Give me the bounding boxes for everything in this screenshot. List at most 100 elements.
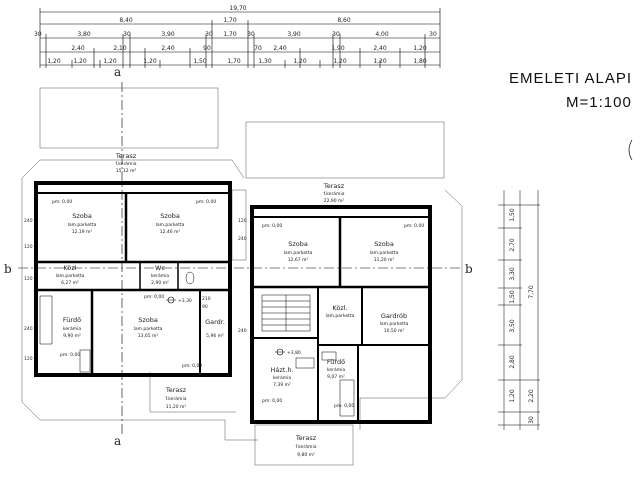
room-area: 9,90 m²: [63, 333, 81, 339]
room-area: 2,90 m²: [151, 280, 169, 286]
dim-row3: 2,40: [373, 45, 387, 52]
sanitary-fixtures: [39, 271, 355, 417]
room-bedroom-1: Szoba lam.parketta 12,19 m²: [68, 212, 97, 235]
room-area: 7,39 m²: [273, 382, 291, 388]
room-name: Wc: [155, 264, 165, 272]
room-name: Fürdő: [63, 315, 81, 324]
parapet-label: pm: 0,00: [262, 398, 282, 404]
dim-row1: 8,60: [337, 17, 351, 24]
dim-row4: 1,30: [258, 58, 272, 65]
dim-right: 7,70: [528, 285, 535, 299]
dim-row4: 1,20: [73, 58, 87, 65]
room-area: 12,46 m²: [160, 229, 181, 235]
dim-left: 120: [24, 356, 33, 362]
parapet-label: pm: 0,00: [182, 363, 202, 369]
room-terrace-top-right: Terasz f.kerámia 22,90 m²: [323, 182, 345, 204]
dim-row2: 3,80: [77, 31, 91, 38]
room-floor: lam.parketta: [380, 321, 409, 327]
room-area: 5,96 m²: [206, 333, 224, 339]
room-name: Gardrób: [381, 312, 407, 320]
room-floor: f.kerámia: [116, 160, 137, 167]
level-label: +3,80: [287, 350, 301, 356]
section-mark-b: b: [465, 262, 473, 276]
level-marker: +3,30: [166, 296, 192, 304]
dim-row3: 2,40: [273, 45, 287, 52]
dim-right: 2,80: [509, 355, 516, 369]
room-floor: lam.parketta: [156, 222, 185, 228]
room-name: Gardr.: [205, 318, 225, 326]
dim-mid: 240: [238, 328, 247, 334]
room-floor: lam.parketta: [134, 326, 163, 332]
right-dimension-lines: [498, 190, 540, 430]
dim-right: 3,50: [509, 319, 516, 333]
room-wardrobe-right: Gardrób lam.parketta 10,50 m²: [380, 312, 409, 334]
dim-row3: 1,20: [413, 45, 427, 52]
roof-outline: [21, 87, 463, 466]
dim-row2: 3,90: [161, 31, 175, 38]
section-mark-b: b: [4, 262, 12, 276]
room-name: Fürdő: [327, 357, 345, 366]
dim-left: 120: [24, 276, 33, 282]
room-name: Terasz: [165, 386, 187, 394]
room-area: 12,19 m²: [72, 229, 93, 235]
room-area: 10,50 m²: [384, 328, 405, 334]
room-floor: lam.parketta: [68, 222, 97, 228]
room-corridor-left: Közl lam.parketta 6,27 m²: [56, 264, 85, 286]
room-area: 11,20 m²: [374, 257, 395, 263]
room-area: 15,12 m²: [116, 168, 137, 174]
level-marker: +3,80: [275, 348, 301, 356]
dim-mid: 240: [238, 236, 247, 242]
dim-row3: 2,40: [161, 45, 175, 52]
dim-row2: 30: [123, 31, 131, 38]
dim-row2: 1,70: [223, 31, 237, 38]
parapet-label: pm: 0,00: [60, 352, 80, 358]
dim-left: 240: [24, 218, 33, 224]
room-floor: kerámia: [151, 272, 169, 279]
dim-row2: 30: [332, 31, 340, 38]
parapet-label: pm: 0,00: [52, 199, 72, 205]
dim-row3: 70: [254, 45, 262, 52]
dim-mid: 210: [202, 296, 211, 302]
room-floor: lam.parketta: [326, 313, 355, 319]
dim-row4: 1,20: [103, 58, 117, 65]
room-floor: kerámia: [327, 366, 345, 373]
parapet-label: pm: 0,00: [196, 199, 216, 205]
room-name: Házt.h.: [270, 366, 293, 374]
room-bathroom-left: Fürdő kerámia 9,90 m²: [63, 315, 81, 339]
parapet-label: pm: 0,00: [262, 223, 282, 229]
dim-row2: 4,00: [375, 31, 389, 38]
parapet-label: pm: 0,00: [404, 223, 424, 229]
room-area: 11,20 m²: [166, 404, 187, 410]
dim-right: 1,50: [509, 208, 516, 222]
room-bedroom-3: Szoba lam.parketta 13,65 m²: [134, 316, 163, 339]
dim-left: 240: [24, 326, 33, 332]
parapet-labels: pm: 0,00 pm: 0,00 pm: 0,00 pm: 0,00 pm: …: [52, 199, 424, 409]
room-floor: f.kerámia: [324, 190, 345, 197]
dim-right: 30: [528, 416, 535, 424]
parapet-label: pm: 0,00: [144, 294, 164, 300]
dim-row4: 1,20: [293, 58, 307, 65]
room-area: 6,27 m²: [61, 280, 79, 286]
top-dimension-lines: [39, 8, 441, 68]
room-terrace-bottom-left: Terasz f.kerámia 11,20 m²: [165, 386, 187, 410]
room-name: Szoba: [160, 212, 180, 220]
dim-row2: 30: [247, 31, 255, 38]
walls-right-block: [250, 205, 432, 424]
dim-row3: 2,40: [71, 45, 85, 52]
room-terrace-top-left: Terasz f.kerámia 15,12 m²: [115, 152, 137, 174]
section-lines: [18, 82, 462, 435]
room-name: Terasz: [295, 434, 317, 442]
dim-right: 2,20: [528, 389, 535, 403]
room-floor: kerámia: [273, 374, 291, 381]
room-wardrobe-left: Gardr. 5,96 m²: [205, 318, 225, 339]
dim-row4: 1,50: [193, 58, 207, 65]
room-name: Terasz: [115, 152, 137, 160]
room-floor: lam.parketta: [56, 273, 85, 279]
dim-left: 120: [24, 244, 33, 250]
dim-right: 1,20: [509, 389, 516, 403]
dim-row1: 8,40: [119, 17, 133, 24]
dim-row4: 1,20: [333, 58, 347, 65]
room-bedroom-2: Szoba lam.parketta 12,46 m²: [156, 212, 185, 235]
north-arrow-icon: [628, 139, 633, 161]
